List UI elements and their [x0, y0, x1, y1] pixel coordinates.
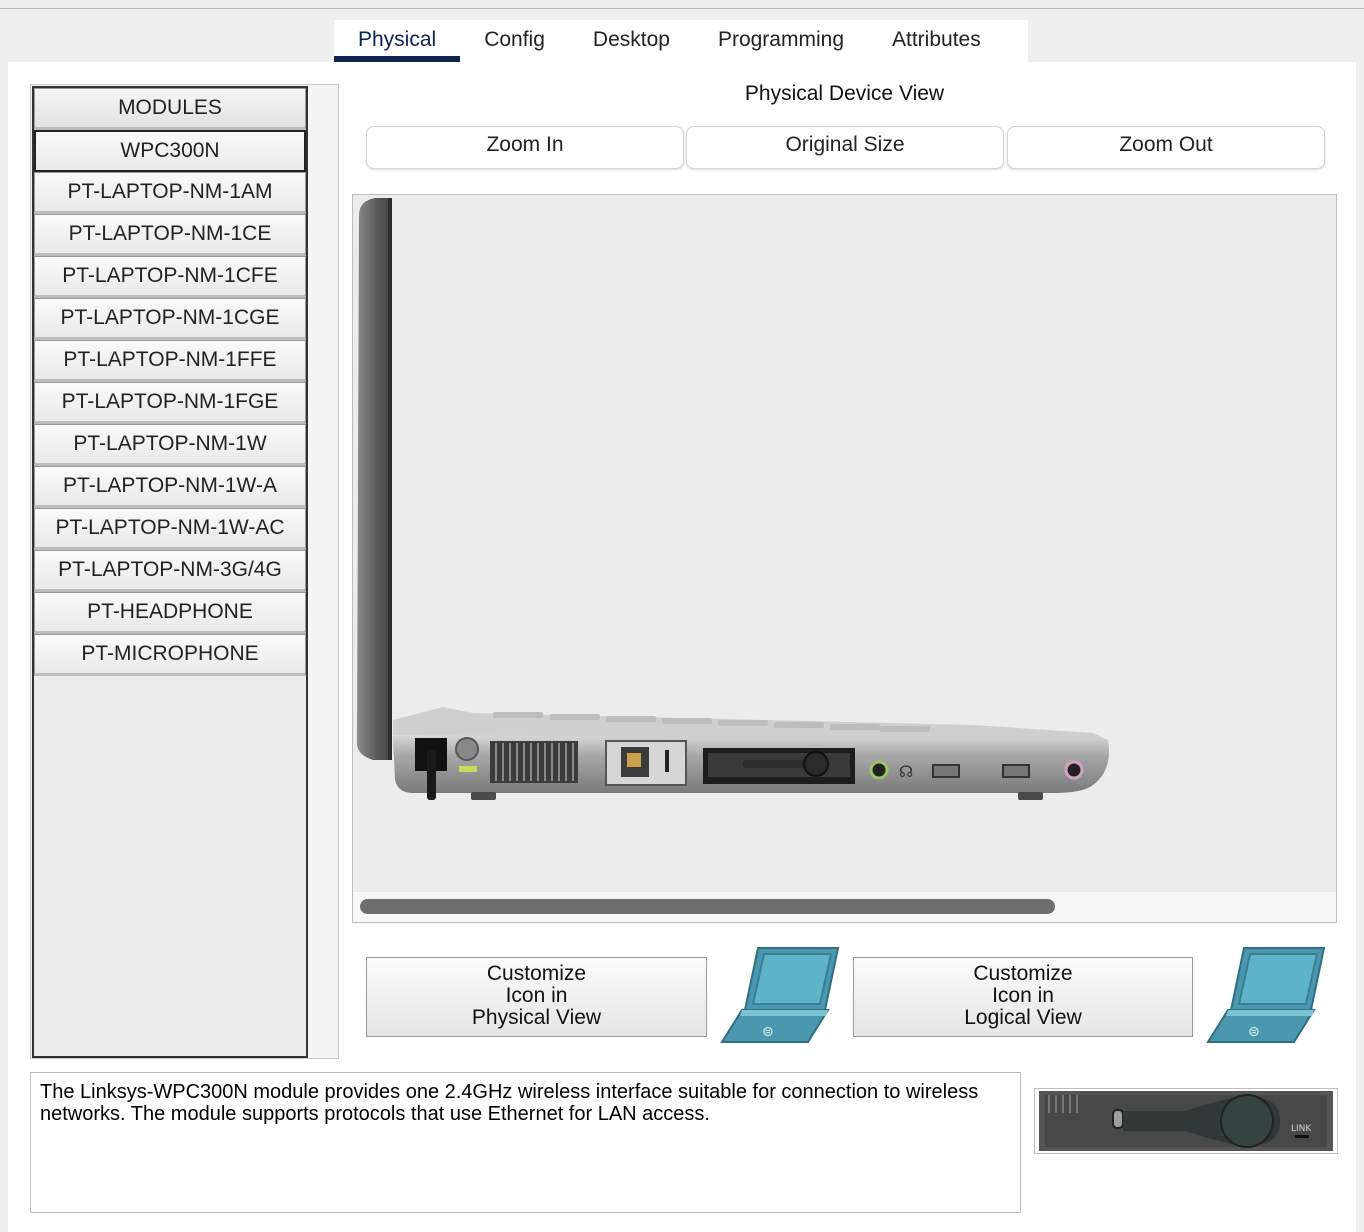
module-item-nm-1w-ac[interactable]: PT-LAPTOP-NM-1W-AC: [34, 508, 306, 550]
scrollbar-thumb[interactable]: [360, 899, 1055, 914]
module-item-nm-1cfe[interactable]: PT-LAPTOP-NM-1CFE: [34, 256, 306, 298]
module-item-nm-1ffe[interactable]: PT-LAPTOP-NM-1FFE: [34, 340, 306, 382]
zoom-in-button[interactable]: Zoom In: [366, 126, 684, 169]
module-item-nm-1cge[interactable]: PT-LAPTOP-NM-1CGE: [34, 298, 306, 340]
customize-physical-line-1: Customize: [486, 962, 587, 985]
laptop-side-illustration: ☊: [357, 198, 1109, 800]
customize-logical-line-1: Customize: [973, 962, 1073, 985]
customize-logical-icon-button[interactable]: Customize Icon in Logical View: [853, 957, 1193, 1037]
link-label: LINK: [1291, 1124, 1312, 1134]
module-item-wpc300n[interactable]: WPC300N: [34, 130, 306, 172]
tab-bar: Physical Config Desktop Programming Attr…: [334, 20, 1028, 62]
laptop-logical-icon: ⊜: [1206, 947, 1326, 1043]
module-item-nm-1am[interactable]: PT-LAPTOP-NM-1AM: [34, 172, 306, 214]
device-viewer[interactable]: ☊: [352, 194, 1337, 923]
svg-text:☊: ☊: [899, 762, 913, 781]
customize-logical-line-2: Icon in: [992, 984, 1054, 1007]
customize-physical-line-3: Physical View: [471, 1006, 602, 1029]
module-item-nm-1fge[interactable]: PT-LAPTOP-NM-1FGE: [34, 382, 306, 424]
module-thumbnail: LINK: [1034, 1088, 1338, 1154]
wpc300n-card-image: LINK: [1039, 1091, 1333, 1151]
tab-physical[interactable]: Physical: [334, 20, 461, 62]
svg-text:⊜: ⊜: [1248, 1024, 1260, 1040]
tab-attributes[interactable]: Attributes: [892, 28, 981, 51]
tab-programming[interactable]: Programming: [717, 28, 844, 51]
customize-physical-icon-button[interactable]: Customize Icon in Physical View: [366, 957, 707, 1037]
module-description: The Linksys-WPC300N module provides one …: [30, 1072, 1021, 1213]
physical-device-view-title: Physical Device View: [744, 82, 945, 105]
modules-list[interactable]: MODULES WPC300N PT-LAPTOP-NM-1AM PT-LAPT…: [32, 86, 308, 1058]
zoom-out-button[interactable]: Zoom Out: [1007, 126, 1325, 169]
laptop-physical-icon: ⊜: [720, 947, 840, 1043]
module-item-nm-1ce[interactable]: PT-LAPTOP-NM-1CE: [34, 214, 306, 256]
original-size-button[interactable]: Original Size: [686, 126, 1004, 169]
customize-logical-line-3: Logical View: [964, 1006, 1082, 1029]
modules-header[interactable]: MODULES: [34, 88, 306, 130]
module-item-nm-1w-a[interactable]: PT-LAPTOP-NM-1W-A: [34, 466, 306, 508]
svg-text:⊜: ⊜: [762, 1024, 774, 1040]
tab-desktop[interactable]: Desktop: [592, 28, 670, 51]
module-item-nm-1w[interactable]: PT-LAPTOP-NM-1W: [34, 424, 306, 466]
horizontal-scrollbar[interactable]: [353, 892, 1336, 922]
customize-physical-line-2: Icon in: [505, 984, 568, 1007]
module-item-microphone[interactable]: PT-MICROPHONE: [34, 634, 306, 676]
module-item-headphone[interactable]: PT-HEADPHONE: [34, 592, 306, 634]
module-item-nm-3g4g[interactable]: PT-LAPTOP-NM-3G/4G: [34, 550, 306, 592]
tab-config[interactable]: Config: [484, 28, 545, 51]
top-divider: [0, 8, 1364, 9]
